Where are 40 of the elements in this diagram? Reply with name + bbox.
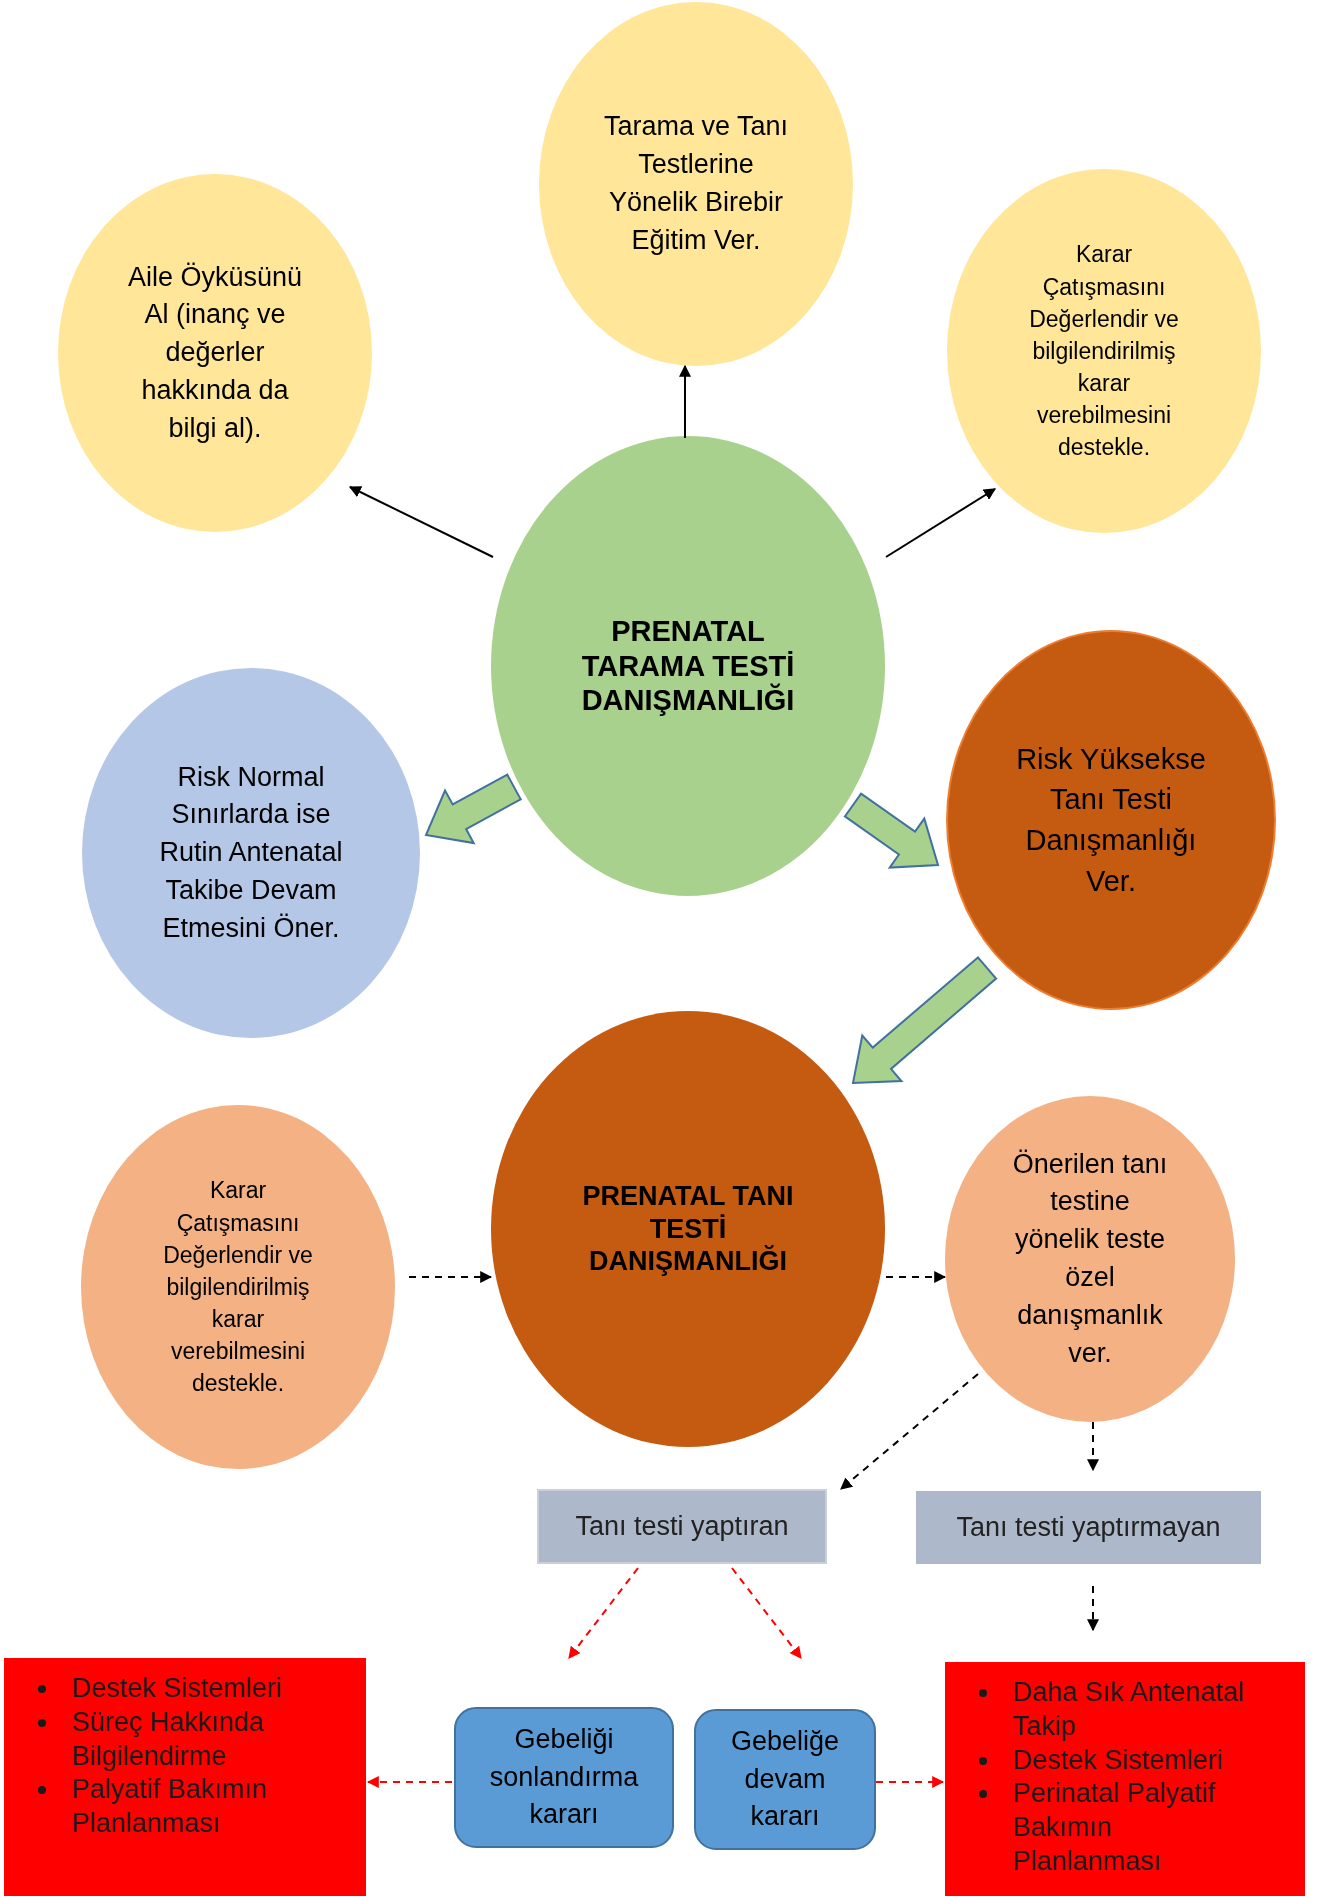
node-text: Karar Çatışmasını Değerlendir ve bilgilendirilmiş karar verebilmesini destekle. [1028,240,1180,463]
list-box [945,1662,1305,1896]
node-text: Gebeliği sonlandırma kararı [488,1722,640,1832]
node-text: Karar Çatışmasını Değerlendir ve bilgilendirilmiş karar verebilmesini destekle. [162,1176,314,1399]
bullet-text: Destek Sistemleri [1013,1743,1224,1777]
node-text: Risk Normal Sınırlarda ise Rutin Antenatal Takibe Devam Etmesini Öner. [158,760,344,945]
list-box [4,1658,366,1896]
decision-box [454,1707,674,1848]
node-text: Önerilen tanı testine yönelik teste özel danışmanlık ver. [1011,1147,1169,1370]
dashed-arrow [1087,1421,1099,1472]
node-text: Tanı testi yaptıran [574,1509,790,1543]
block-arrow [424,773,523,845]
bullet-text: Destek Sistemleri [72,1672,283,1705]
dashed-arrow [408,1271,493,1283]
node-text: PRENATAL TANI TESTİ DANIŞMANLIĞI [581,1180,795,1278]
dashed-arrow [1087,1585,1099,1632]
node-text: Gebeliğe devam kararı [729,1724,841,1834]
node-text: Tarama ve Tanı Testlerine Yönelik Birebir Eğitim Ver. [602,110,790,257]
node-text: PRENATAL TARAMA TESTİ DANIŞMANLIĞI [580,613,796,719]
arrow [348,486,494,558]
block-arrow [843,792,940,869]
bullet-text: Süreç Hakkında Bilgilendirme [72,1705,266,1773]
bullet-text: Palyatif Bakımın Planlanması [72,1773,269,1840]
dashed-arrow [840,1373,979,1490]
bullet-text: Perinatal Palyatif Bakımın Planlanması [1013,1777,1217,1878]
label-box [916,1491,1261,1564]
dashed-arrow [568,1567,639,1659]
bullet-text: Daha Sık Antenatal Takip [1013,1676,1246,1743]
node-text: Aile Öyküsünü Al (inanç ve değerler hakkında da bilgi al). [126,260,304,445]
dashed-arrow [731,1567,802,1659]
arrow [885,488,996,558]
dashed-arrow [875,1776,945,1788]
node-text: Tanı testi yaptırmayan [955,1510,1222,1544]
dashed-arrow [885,1271,947,1283]
label-box [537,1489,827,1564]
node-text: Risk Yüksekse Tanı Testi Danışmanlığı Ver. [1015,741,1207,899]
decision-box [694,1709,876,1850]
dashed-arrow [366,1776,453,1788]
arrow [679,364,691,439]
block-arrow [851,956,998,1085]
